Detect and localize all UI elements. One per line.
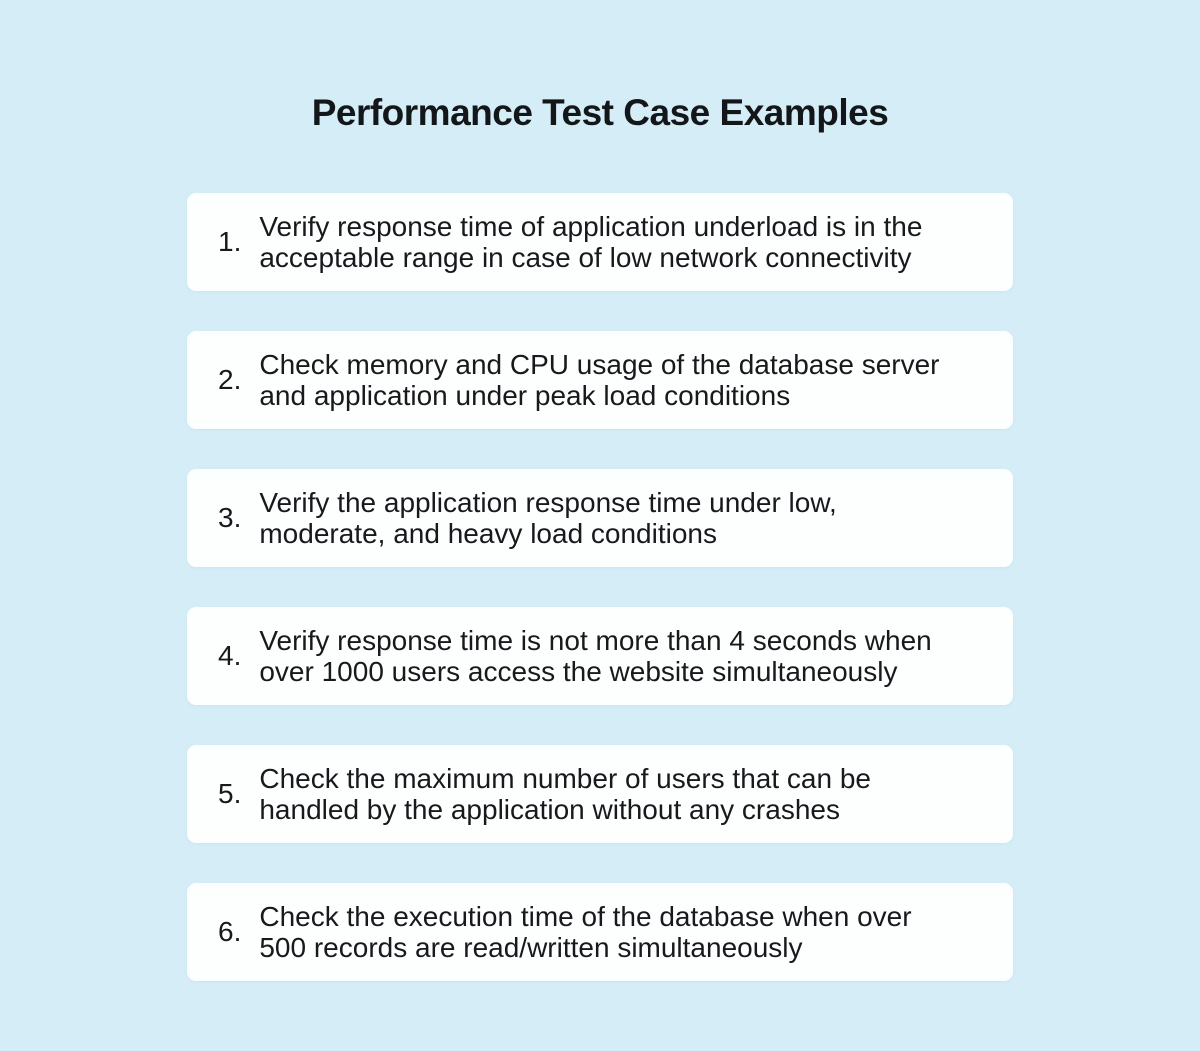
- test-case-number: 1.: [218, 226, 242, 257]
- test-case-line: Verify response time of application unde…: [259, 211, 923, 242]
- test-case-line: 500 records are read/written simultaneou…: [259, 932, 803, 963]
- test-case-card-6: 6. Check the execution time of the datab…: [187, 883, 1013, 981]
- test-case-line: Check memory and CPU usage of the databa…: [259, 349, 940, 380]
- test-case-number: 3.: [218, 502, 242, 533]
- page-title: Performance Test Case Examples: [311, 92, 889, 133]
- test-case-text: Check the execution time of the database…: [259, 901, 911, 963]
- test-case-card-5: 5. Check the maximum number of users tha…: [187, 745, 1013, 843]
- test-case-line: moderate, and heavy load conditions: [259, 518, 717, 549]
- test-case-line: Verify the application response time und…: [259, 487, 837, 518]
- test-case-line: handled by the application without any c…: [259, 794, 840, 825]
- test-case-number: 5.: [218, 778, 242, 809]
- test-case-number: 4.: [218, 640, 242, 671]
- test-case-list: 1. Verify response time of application u…: [187, 193, 1013, 981]
- test-case-number: 6.: [218, 916, 242, 947]
- test-case-card-2: 2. Check memory and CPU usage of the dat…: [187, 331, 1013, 429]
- test-case-text: Verify the application response time und…: [259, 487, 836, 549]
- test-case-card-4: 4. Verify response time is not more than…: [187, 607, 1013, 705]
- test-case-line: Check the execution time of the database…: [259, 901, 912, 932]
- test-case-text: Verify response time is not more than 4 …: [259, 625, 931, 687]
- test-case-card-3: 3. Verify the application response time …: [187, 469, 1013, 567]
- test-case-line: over 1000 users access the website simul…: [259, 656, 898, 687]
- test-case-number: 2.: [218, 364, 242, 395]
- test-case-text: Verify response time of application unde…: [259, 211, 922, 273]
- test-case-line: acceptable range in case of low network …: [259, 242, 912, 273]
- test-case-line: Verify response time is not more than 4 …: [259, 625, 932, 656]
- test-case-text: Check memory and CPU usage of the databa…: [259, 349, 939, 411]
- test-case-text: Check the maximum number of users that c…: [259, 763, 871, 825]
- test-case-line: Check the maximum number of users that c…: [259, 763, 871, 794]
- test-case-line: and application under peak load conditio…: [259, 380, 791, 411]
- test-case-card-1: 1. Verify response time of application u…: [187, 193, 1013, 291]
